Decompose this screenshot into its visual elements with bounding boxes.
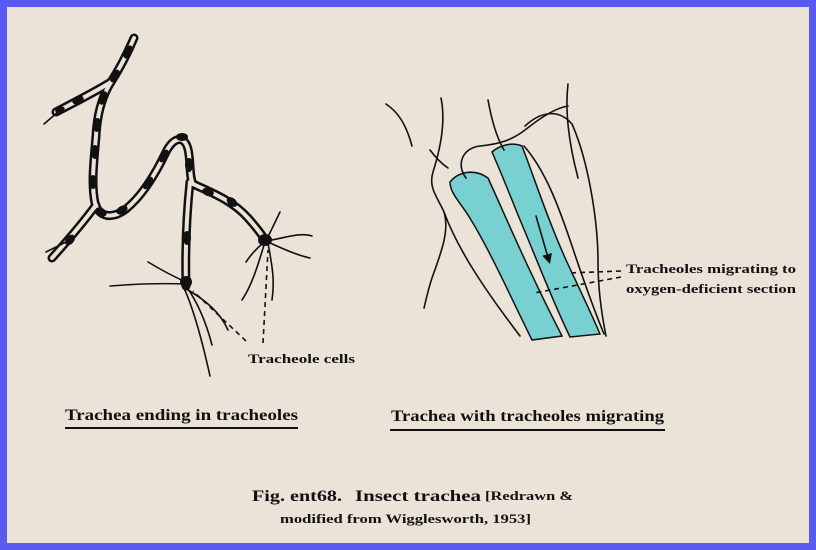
- nucleus: [183, 231, 191, 245]
- nucleus: [55, 106, 65, 114]
- tissue-outline: [423, 97, 447, 309]
- nucleus: [65, 234, 75, 246]
- tracheole-band-right: [491, 143, 602, 338]
- nucleus: [95, 207, 107, 217]
- arrow-head: [542, 253, 552, 264]
- right-trachea-diagram: Tracheoles migrating to oxygen-deficient…: [385, 83, 797, 431]
- tracheole: [245, 243, 263, 263]
- tissue-outlines: [385, 83, 607, 337]
- nucleus: [116, 205, 128, 215]
- migrating-tracheoles-label-line2: oxygen-deficient section: [626, 281, 797, 296]
- nucleus: [123, 45, 133, 59]
- tracheole-cell: [258, 234, 272, 246]
- lower-left-branch-lumen: [50, 203, 98, 260]
- tracheole: [265, 233, 313, 242]
- tracheole: [183, 287, 211, 377]
- tissue-outline: [385, 103, 413, 147]
- nucleus: [159, 149, 169, 163]
- nucleus: [98, 91, 108, 105]
- figure-title: Insect trachea: [355, 488, 481, 505]
- tracheole: [185, 285, 213, 346]
- right-panel-caption: Trachea with tracheoles migrating: [391, 408, 664, 425]
- migrating-tracheole-bands: [449, 143, 602, 341]
- nucleus: [110, 69, 120, 83]
- nucleus: [185, 158, 193, 172]
- tissue-outline: [487, 99, 505, 151]
- tissue-outline: [524, 112, 607, 337]
- arrow-shaft: [535, 215, 548, 255]
- nucleus: [142, 176, 154, 190]
- figure-source-line2: modified from Wigglesworth, 1953]: [280, 511, 531, 526]
- tracheole: [265, 240, 311, 259]
- tissue-outline: [523, 145, 605, 335]
- nucleus: [92, 118, 102, 132]
- nucleus: [91, 145, 99, 159]
- tracheole-cells-leader-lines: [192, 249, 269, 344]
- figure-number: Fig. ent68.: [252, 488, 342, 505]
- migration-arrow: [535, 215, 552, 264]
- tissue-outline: [566, 83, 579, 179]
- tracheole: [267, 242, 275, 301]
- nucleus: [72, 95, 84, 105]
- tracheole-cell: [180, 276, 192, 288]
- tracheole: [241, 244, 265, 301]
- figure-caption: Fig. ent68. Insect trachea [Redrawn & mo…: [252, 488, 573, 526]
- tracheole: [109, 282, 187, 287]
- main-trachea-lumen: [91, 36, 195, 218]
- tracheole: [147, 261, 187, 283]
- leader-line: [192, 290, 247, 342]
- left-trachea-diagram: Tracheole cells Trachea ending in trache…: [43, 33, 355, 429]
- leader-line: [533, 276, 622, 294]
- leader-line: [567, 270, 622, 274]
- tissue-outline: [443, 211, 521, 337]
- nucleus: [202, 187, 214, 197]
- descending-branch-lumen: [183, 180, 192, 288]
- trachea-nuclei: [55, 45, 272, 288]
- figure-source-line1: [Redrawn &: [485, 488, 573, 503]
- migrating-tracheoles-leader-lines: [533, 270, 622, 294]
- tissue-outline: [429, 149, 449, 169]
- tracheole: [187, 289, 229, 331]
- trachea-tube-lumen: [50, 36, 268, 288]
- tracheole: [43, 111, 59, 125]
- leader-line: [262, 249, 269, 344]
- left-panel-caption: Trachea ending in tracheoles: [65, 407, 298, 424]
- tracheole-band-left: [449, 171, 564, 341]
- tracheole-cells-label: Tracheole cells: [248, 351, 355, 366]
- tracheoles: [43, 111, 313, 377]
- nucleus: [176, 133, 188, 141]
- nucleus: [226, 197, 238, 207]
- nucleus: [89, 175, 97, 189]
- migrating-tracheoles-label-line1: Tracheoles migrating to: [626, 261, 796, 276]
